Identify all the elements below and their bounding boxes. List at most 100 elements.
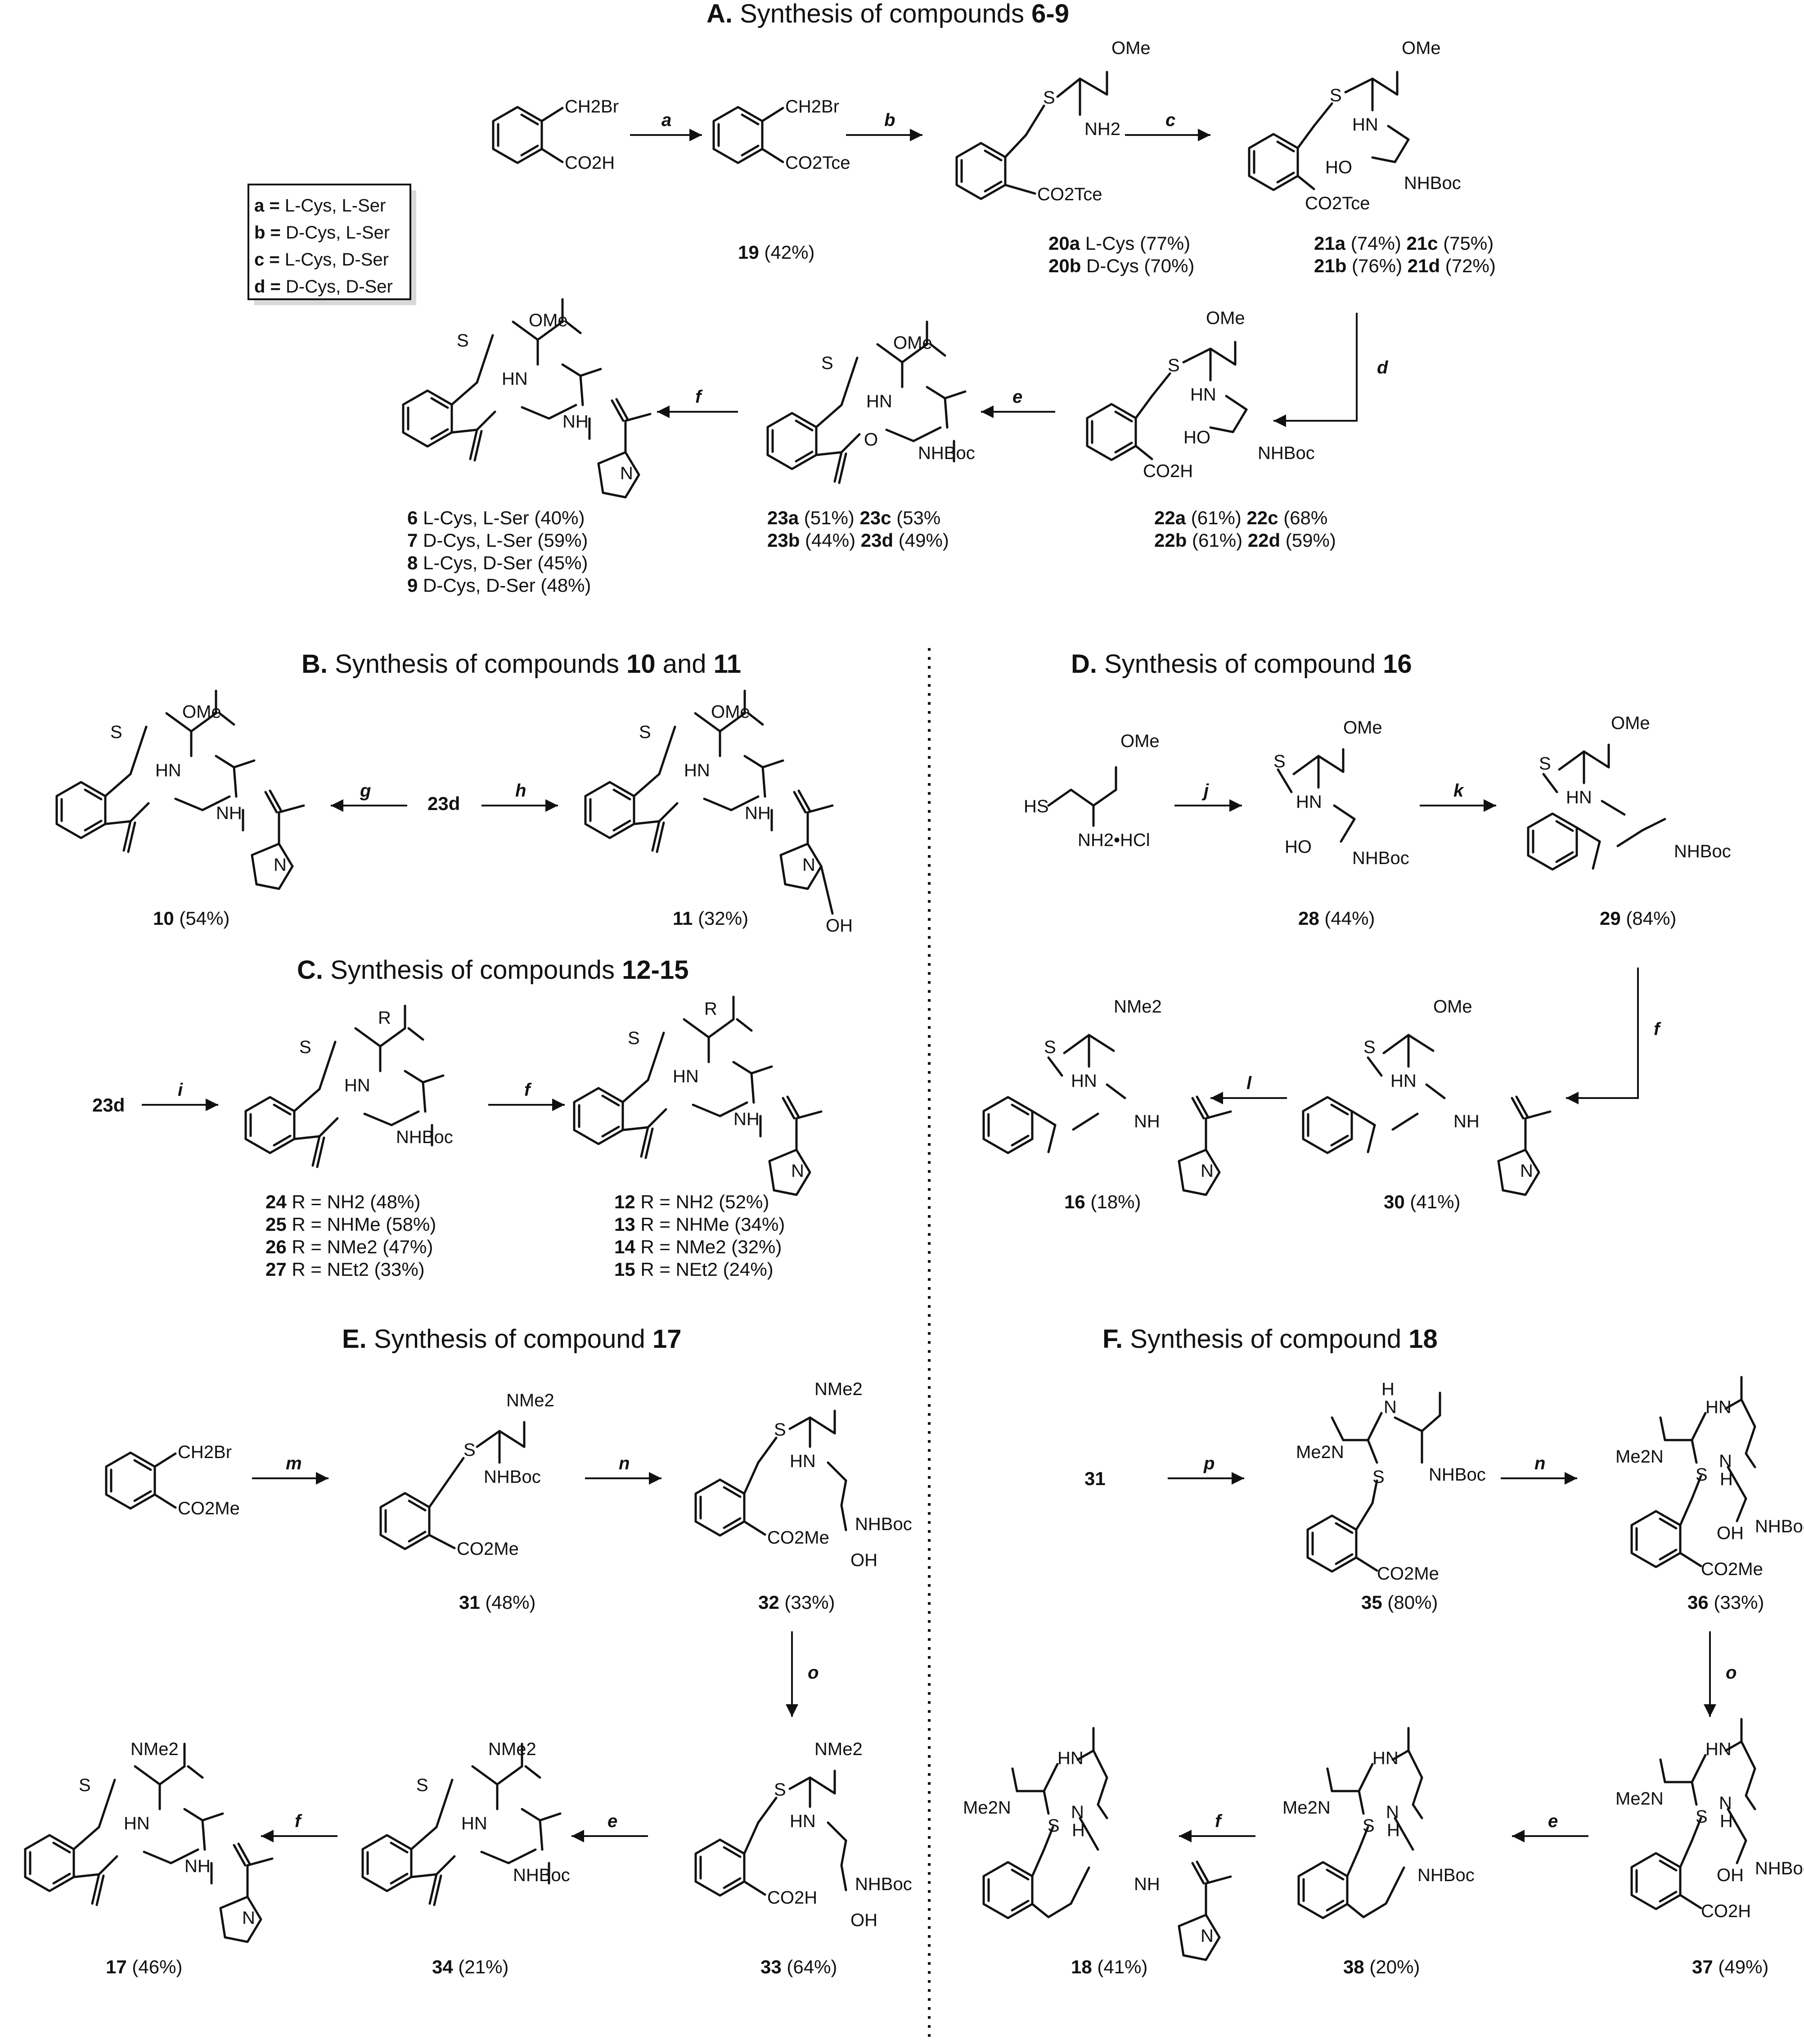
section-f-title: F. Synthesis of compound 18 (1102, 1324, 1438, 1354)
compound-38: Me2N HN N H NHBoc S 38 (20%) (1282, 1727, 1475, 1977)
group-nh2: NH2 (1084, 119, 1120, 139)
group-nme2: NMe2 (506, 1391, 554, 1410)
compound-16: S NMe2 HN NH N 16 (18%) (984, 997, 1231, 1212)
group-hn: HN (1071, 1071, 1097, 1091)
group-oh: OH (1717, 1865, 1744, 1885)
label-37: 37 (49%) (1692, 1956, 1768, 1977)
group-nhboc: NHBoc (1429, 1465, 1486, 1485)
group-hs: HS (1024, 797, 1049, 816)
group-co2me: CO2Me (1701, 1559, 1763, 1579)
label-29: 29 (84%) (1600, 908, 1676, 929)
group-hn: HN (1705, 1739, 1732, 1759)
atom-n: N (274, 855, 287, 875)
compound-37: Me2N HN N H NHBoc CO2H OH S 37 (49%) (1615, 1718, 1804, 1977)
reagent-c: c (1165, 110, 1175, 130)
group-co2h: CO2H (1701, 1901, 1751, 1921)
group-nh: NH (733, 1109, 760, 1129)
compound-28: S OMe HN HO NHBoc 28 (44%) (1273, 718, 1409, 929)
label-14: 14 R = NMe2 (32%) (614, 1236, 782, 1257)
reagent-e: e (1548, 1811, 1558, 1831)
group-co2tce: CO2Tce (785, 153, 850, 173)
atom-s: S (1330, 86, 1342, 105)
atom-s: S (1372, 1467, 1385, 1487)
atom-h: H (1720, 1469, 1733, 1489)
atom-s: S (463, 1440, 476, 1460)
atom-n: N (1201, 1161, 1214, 1181)
reagent-f: f (524, 1080, 532, 1100)
atom-s: S (821, 353, 833, 373)
label-15: 15 R = NEt2 (24%) (614, 1259, 774, 1280)
label-26: 26 R = NMe2 (47%) (265, 1236, 433, 1257)
atom-n: N (620, 464, 633, 483)
group-ome: OMe (711, 702, 750, 722)
group-nhboc: NHBoc (1674, 842, 1731, 861)
label-8: 8 L-Cys, D-Ser (45%) (407, 552, 588, 573)
group-oh: OH (826, 916, 853, 936)
group-me2n: Me2N (1615, 1447, 1664, 1467)
compound-23: S OMe HN O NHBoc 23a (51%) 23c (53% 23b … (767, 322, 975, 551)
label-35: 35 (80%) (1361, 1592, 1438, 1613)
group-nhboc: NHBoc (1755, 1859, 1804, 1878)
group-hn: HN (1390, 1071, 1417, 1091)
atom-s: S (774, 1420, 786, 1440)
group-nhboc: NHBoc (855, 1514, 912, 1534)
atom-o: O (864, 430, 878, 450)
group-ome: OMe (1111, 38, 1151, 58)
label-23ac: 23a (51%) 23c (53% (767, 507, 940, 528)
group-r: R (378, 1008, 391, 1028)
group-hn: HN (673, 1067, 699, 1086)
section-e: E. Synthesis of compound 17 CH2Br CO2Me … (25, 1324, 912, 1977)
group-oh: OH (1717, 1523, 1744, 1543)
label-12: 12 R = NH2 (52%) (614, 1191, 769, 1212)
compound-33: S NMe2 HN CO2H NHBoc OH 33 (64%) (696, 1739, 912, 1977)
compound-32: S NMe2 HN CO2Me NHBoc OH 32 (33%) (696, 1379, 912, 1613)
group-nh: NH (745, 803, 771, 823)
compound-start-e: CH2Br CO2Me (106, 1442, 240, 1518)
atom-s: S (299, 1037, 311, 1057)
group-r: R (704, 999, 717, 1019)
group-nhboc: NHBoc (396, 1127, 453, 1147)
reagent-f: f (695, 387, 703, 407)
legend-item-c: c = L-Cys, D-Ser (254, 250, 389, 270)
group-ome: OMe (182, 702, 221, 722)
section-d-title: D. Synthesis of compound 16 (1071, 649, 1412, 679)
reagent-e: e (1012, 387, 1022, 407)
label-36: 36 (33%) (1687, 1592, 1764, 1613)
legend-item-d: d = D-Cys, D-Ser (254, 277, 393, 297)
group-ome: OMe (1206, 308, 1245, 328)
group-ho: HO (1183, 428, 1210, 447)
label-22ac: 22a (61%) 22c (68% (1154, 507, 1327, 528)
atom-n: N (1384, 1397, 1397, 1417)
reagent-f: f (1215, 1811, 1223, 1831)
atom-s: S (1696, 1807, 1708, 1827)
group-co2me: CO2Me (178, 1499, 240, 1518)
arrow-f-d (1566, 968, 1639, 1104)
group-ome: OMe (1611, 713, 1650, 733)
atom-s: S (1696, 1465, 1708, 1485)
atom-n: N (1520, 1161, 1533, 1181)
legend-item-b: b = D-Cys, L-Ser (254, 223, 390, 243)
group-hn: HN (1372, 1748, 1399, 1768)
group-co2h: CO2H (565, 153, 615, 173)
reagent-h: h (515, 781, 526, 801)
group-ome: OMe (893, 333, 932, 353)
compound-36: Me2N HN N H NHBoc CO2Me OH S 36 (33%) (1615, 1376, 1804, 1613)
group-ome: OMe (529, 311, 568, 330)
group-hn: HN (790, 1811, 816, 1831)
group-ho: HO (1325, 158, 1352, 177)
group-nh: NH (1453, 1112, 1480, 1131)
group-hn: HN (461, 1814, 487, 1833)
label-17: 17 (46%) (106, 1956, 182, 1977)
reagent-f: f (295, 1811, 302, 1831)
stereo-legend: a = L-Cys, L-Ser b = D-Cys, L-Ser c = L-… (247, 184, 416, 305)
compound-11: S OMe HN NH N OH 11 (32%) (585, 691, 853, 936)
label-9: 9 D-Cys, D-Ser (48%) (407, 575, 591, 596)
atom-n: N (1071, 1802, 1084, 1822)
label-24: 24 R = NH2 (48%) (265, 1191, 420, 1212)
group-nme2: NMe2 (130, 1739, 179, 1759)
group-hn: HN (1566, 788, 1592, 807)
atom-s: S (639, 722, 651, 742)
group-hn: HN (1705, 1397, 1732, 1417)
group-co2me: CO2Me (1377, 1564, 1439, 1584)
label-20b: 20b D-Cys (70%) (1048, 255, 1194, 276)
